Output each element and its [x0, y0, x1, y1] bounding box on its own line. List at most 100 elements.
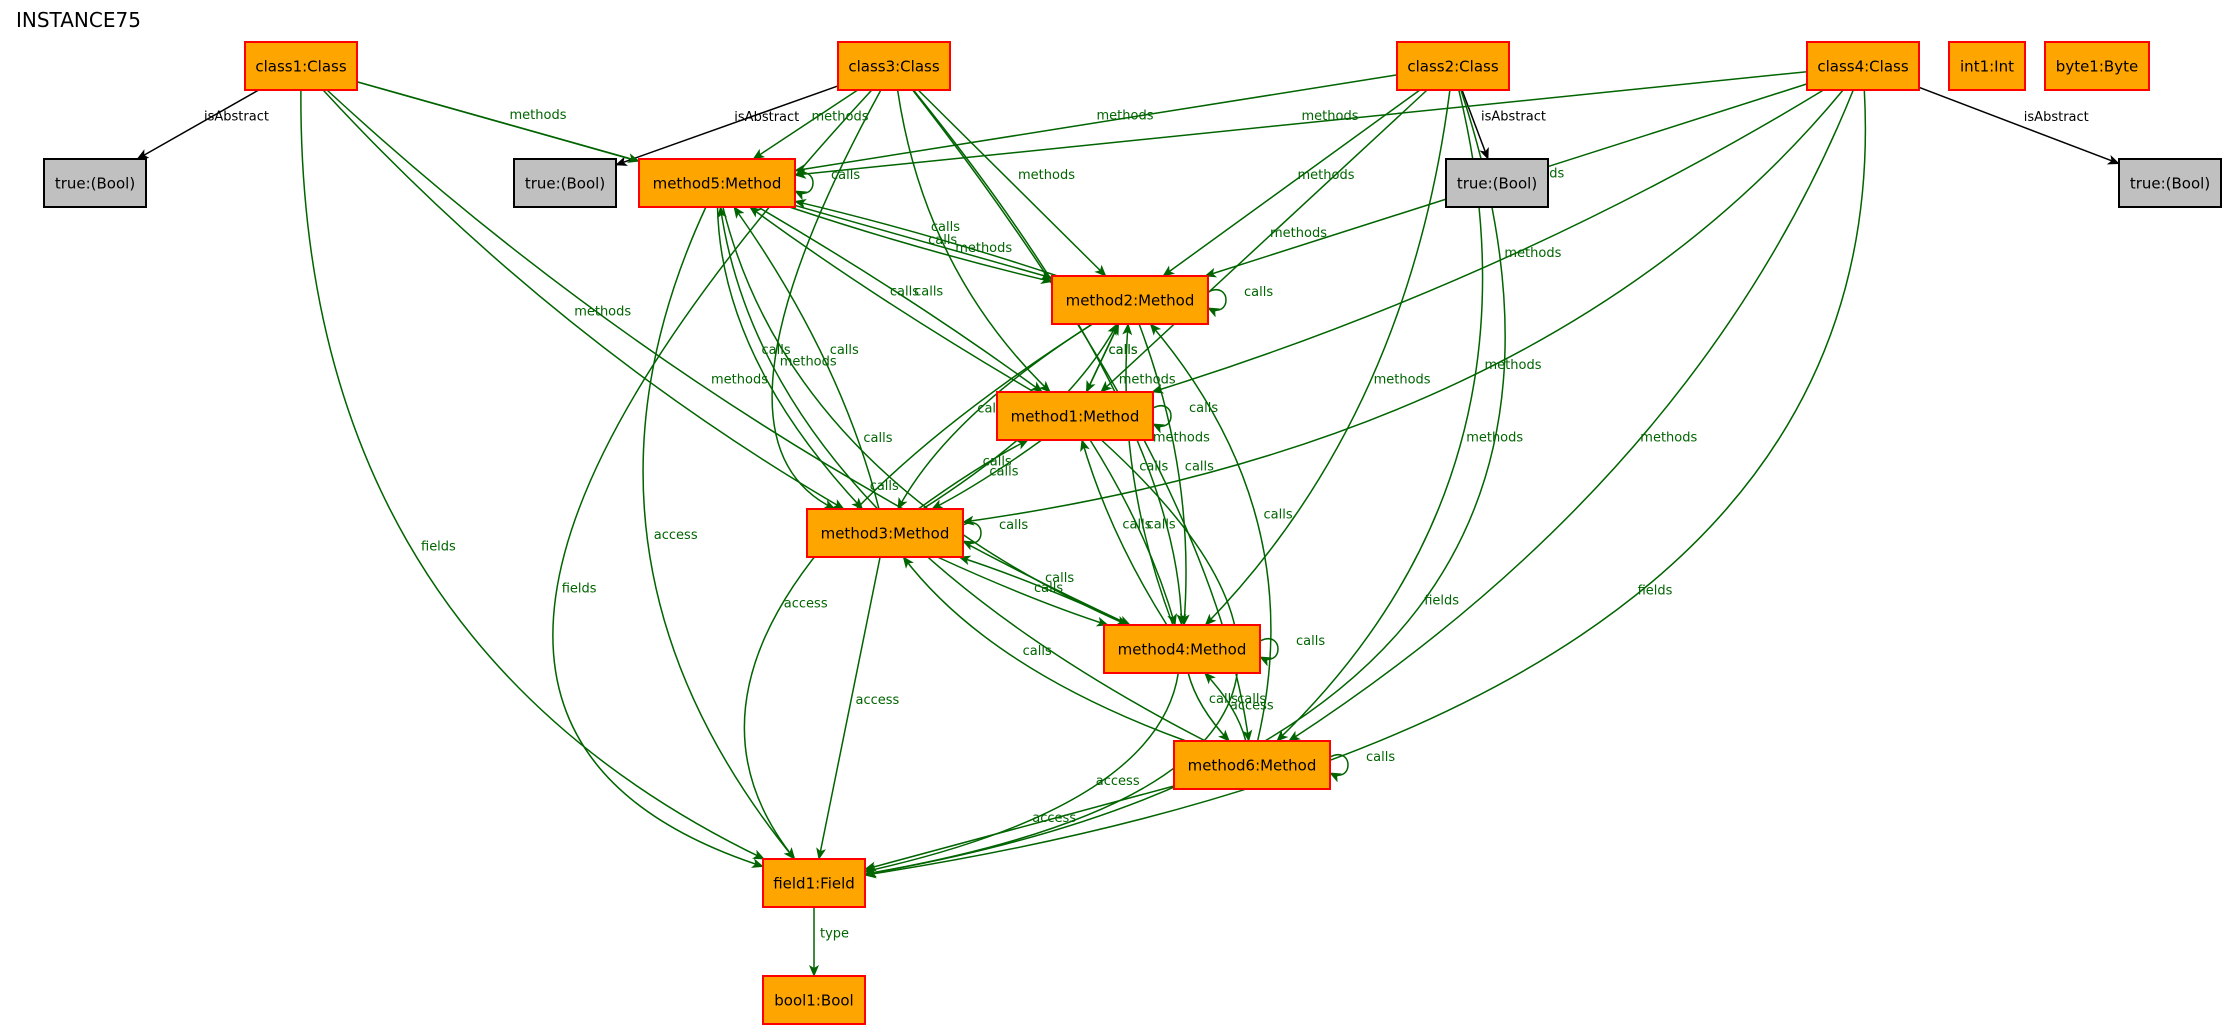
edge-method5-method5: calls: [794, 168, 860, 201]
edge-line: [816, 556, 881, 860]
node-class2[interactable]: class2:Class: [1396, 41, 1510, 91]
node-box: [762, 975, 866, 1025]
node-label: bool1:Bool: [774, 992, 853, 1010]
edge-line: [1085, 323, 1120, 393]
edge-method3-method3: calls: [962, 518, 1028, 551]
edge-class4-method6: methods: [1288, 89, 1854, 742]
node-label: true:(Bool): [525, 175, 605, 193]
node-box: [244, 41, 358, 91]
node-box: [1396, 41, 1510, 91]
node-box: [1173, 740, 1331, 790]
edge-line: [1089, 439, 1177, 626]
edge-label: calls: [863, 431, 892, 446]
edge-method6-method4: calls: [1204, 672, 1266, 742]
node-box: [2118, 158, 2222, 208]
edge-class4-method1: methods: [1151, 89, 1824, 394]
edge-method3-method1: calls: [917, 439, 1029, 510]
edge-method1-method5: calls: [748, 206, 1035, 393]
edge-method4-method6: calls: [1187, 672, 1238, 742]
edge-label: calls: [1109, 343, 1138, 358]
edge-line: [642, 206, 796, 860]
node-label: method2:Method: [1066, 292, 1195, 310]
edge-label: calls: [931, 220, 960, 235]
node-box: [638, 158, 796, 208]
edge-method4-field1: access: [864, 672, 1180, 875]
edge-label: methods: [1119, 373, 1176, 388]
edge-line: [864, 89, 1506, 878]
node-true2[interactable]: true:(Bool): [1445, 158, 1549, 208]
node-box: [762, 858, 866, 908]
edge-line: [864, 439, 1240, 878]
node-label: true:(Bool): [2130, 175, 2210, 193]
edge-label: methods: [1302, 109, 1359, 124]
edge-method2-field1: access: [743, 323, 1093, 860]
edge-method4-method1: calls: [1080, 439, 1168, 626]
edge-line: [717, 206, 1206, 742]
node-class1[interactable]: class1:Class: [244, 41, 358, 91]
node-box: [806, 508, 964, 558]
edge-line: [917, 89, 1107, 277]
edge-line: [1151, 89, 1824, 394]
edge-line: [912, 89, 1187, 626]
node-int1[interactable]: int1:Int: [1948, 41, 2026, 91]
edge-line: [962, 522, 982, 551]
edge-line: [794, 74, 1398, 174]
node-true4[interactable]: true:(Bool): [2118, 158, 2222, 208]
edge-line: [1122, 323, 1174, 626]
edge-label: methods: [1640, 431, 1697, 446]
node-bool1[interactable]: bool1:Bool: [762, 975, 866, 1025]
node-method1[interactable]: method1:Method: [996, 391, 1154, 441]
edge-method6-method3: calls: [902, 556, 1187, 742]
edge-line: [322, 89, 845, 510]
edge-line: [771, 89, 882, 510]
node-method5[interactable]: method5:Method: [638, 158, 796, 208]
node-byte1[interactable]: byte1:Byte: [2044, 41, 2150, 91]
edge-label: calls: [1189, 401, 1218, 416]
node-label: method3:Method: [821, 525, 950, 543]
edge-class3-method5: methods: [752, 89, 869, 160]
edge-line: [864, 785, 1175, 872]
edge-method5-method3: calls: [716, 206, 864, 510]
edge-method5-field1: access: [642, 206, 796, 860]
node-label: class1:Class: [255, 58, 346, 76]
edge-label: isAbstract: [734, 110, 799, 125]
edge-label: calls: [1237, 692, 1266, 707]
edge-label: calls: [1122, 518, 1151, 533]
edge-line: [1138, 323, 1190, 626]
node-method3[interactable]: method3:Method: [806, 508, 964, 558]
edge-class1-method4: methods: [326, 89, 1132, 626]
edge-line: [794, 172, 814, 201]
edge-class3-method2: methods: [917, 89, 1107, 277]
edge-label: calls: [890, 285, 919, 300]
node-method2[interactable]: method2:Method: [1051, 275, 1209, 325]
node-true1[interactable]: true:(Bool): [43, 158, 147, 208]
node-method6[interactable]: method6:Method: [1173, 740, 1331, 790]
node-class3[interactable]: class3:Class: [837, 41, 951, 91]
edge-label: methods: [574, 305, 631, 320]
edge-line: [931, 439, 1043, 510]
edge-label: calls: [983, 455, 1012, 470]
edge-method2-method2: calls: [1207, 285, 1273, 318]
node-true3[interactable]: true:(Bool): [513, 158, 617, 208]
node-label: byte1:Byte: [2056, 58, 2138, 76]
edge-label: methods: [1374, 373, 1431, 388]
edge-label: calls: [831, 168, 860, 183]
node-class4[interactable]: class4:Class: [1806, 41, 1920, 91]
node-field1[interactable]: field1:Field: [762, 858, 866, 908]
edge-class1-method3: methods: [322, 89, 845, 510]
node-method4[interactable]: method4:Method: [1103, 624, 1261, 674]
edge-label: calls: [914, 285, 943, 300]
edge-line: [1288, 89, 1854, 742]
node-label: class2:Class: [1407, 58, 1498, 76]
edge-label: calls: [1244, 285, 1273, 300]
node-label: class3:Class: [848, 58, 939, 76]
edge-class4-method5: methods: [794, 70, 1808, 179]
edge-label: methods: [955, 241, 1012, 256]
edge-line: [1329, 754, 1349, 783]
edge-line: [733, 206, 880, 510]
edge-label: methods: [812, 110, 869, 125]
edge-label: calls: [870, 479, 899, 494]
edge-method3-field1: access: [816, 556, 900, 860]
edge-line: [1918, 86, 2120, 165]
